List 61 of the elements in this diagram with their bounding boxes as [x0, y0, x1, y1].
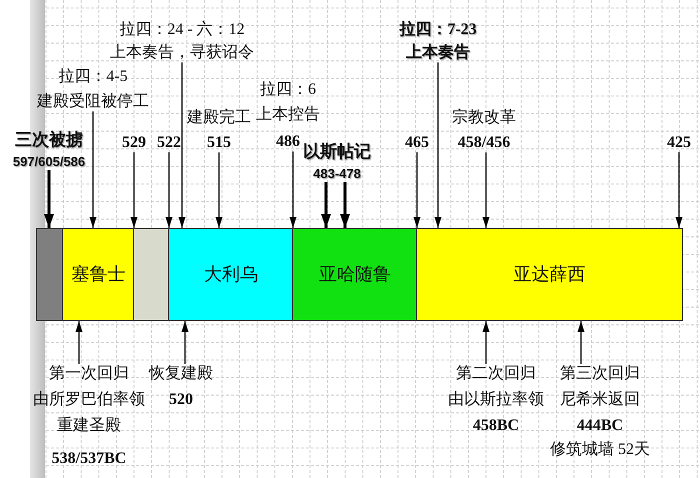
book-title: 以斯帖记 [303, 142, 371, 162]
arrow [90, 111, 96, 228]
event-label: 建殿完工 [187, 108, 251, 128]
year-label: 486 [276, 132, 300, 152]
event-label: 由所罗巴伯率领 [33, 390, 145, 410]
event-label: 上本奏告 [406, 43, 470, 62]
reign-name: 亚达薛西 [513, 264, 586, 286]
timeline-segment [416, 228, 682, 321]
event-label: 由以斯拉率领 [448, 390, 544, 410]
arrow [76, 321, 82, 364]
date-label: 483-478 [313, 166, 361, 182]
date-label: 538/537BC [52, 448, 126, 468]
event-label: 重建圣殿 [57, 416, 121, 436]
year-label: 425 [667, 133, 691, 152]
event-label: 宗教改革 [452, 108, 516, 128]
arrow [178, 62, 186, 228]
event-label: 修筑城墙 52天 [550, 440, 650, 459]
arrow [434, 62, 442, 228]
timeline-segment [168, 228, 294, 321]
arrow [414, 152, 420, 228]
timeline-segment [292, 228, 418, 321]
year-label: 520 [169, 390, 193, 410]
event-label: 第三次回归 [560, 364, 640, 384]
date-label: 458BC [472, 416, 520, 436]
year-label: 465 [405, 133, 429, 152]
chapter-reference: 拉四：4-5 [58, 67, 128, 86]
timeline-segment [133, 228, 170, 321]
arrow [166, 152, 172, 228]
arrow [321, 182, 331, 228]
chapter-reference: 拉四：24 - 六：12 [119, 20, 245, 40]
chapter-reference: 拉四：7-23 [399, 20, 477, 40]
event-label: 上本控告 [256, 105, 320, 124]
event-label: 三次被掳 [15, 130, 83, 150]
event-label: 建殿受阻被停工 [37, 92, 149, 112]
arrow [130, 152, 138, 228]
arrow [578, 321, 584, 364]
arrow [340, 182, 350, 228]
arrow [676, 152, 682, 228]
year-label: 458/456 [458, 133, 510, 152]
reign-name: 亚哈随鲁 [318, 264, 391, 286]
reign-name: 塞鲁士 [71, 264, 126, 286]
year-label: 522 [157, 133, 181, 152]
event-label: 尼希米返回 [560, 390, 640, 410]
event-label: 上本奏告，寻获诏令 [110, 43, 254, 62]
chapter-reference: 拉四：6 [260, 80, 316, 100]
date-label: 444BC [576, 416, 624, 436]
event-label: 恢复建殿 [149, 364, 213, 384]
arrow [44, 170, 54, 228]
timeline-segment [36, 228, 64, 321]
arrow [290, 152, 296, 228]
arrow [182, 321, 188, 364]
arrow [482, 152, 490, 228]
event-label: 第二次回归 [456, 364, 536, 384]
event-label: 第一次回归 [49, 364, 129, 384]
year-label: 515 [207, 133, 231, 152]
year-label: 529 [122, 133, 146, 152]
arrow [216, 152, 222, 228]
reign-name: 大利乌 [204, 264, 258, 286]
timeline-segment [62, 228, 134, 321]
date-label: 597/605/586 [12, 154, 86, 170]
arrow [482, 321, 490, 364]
